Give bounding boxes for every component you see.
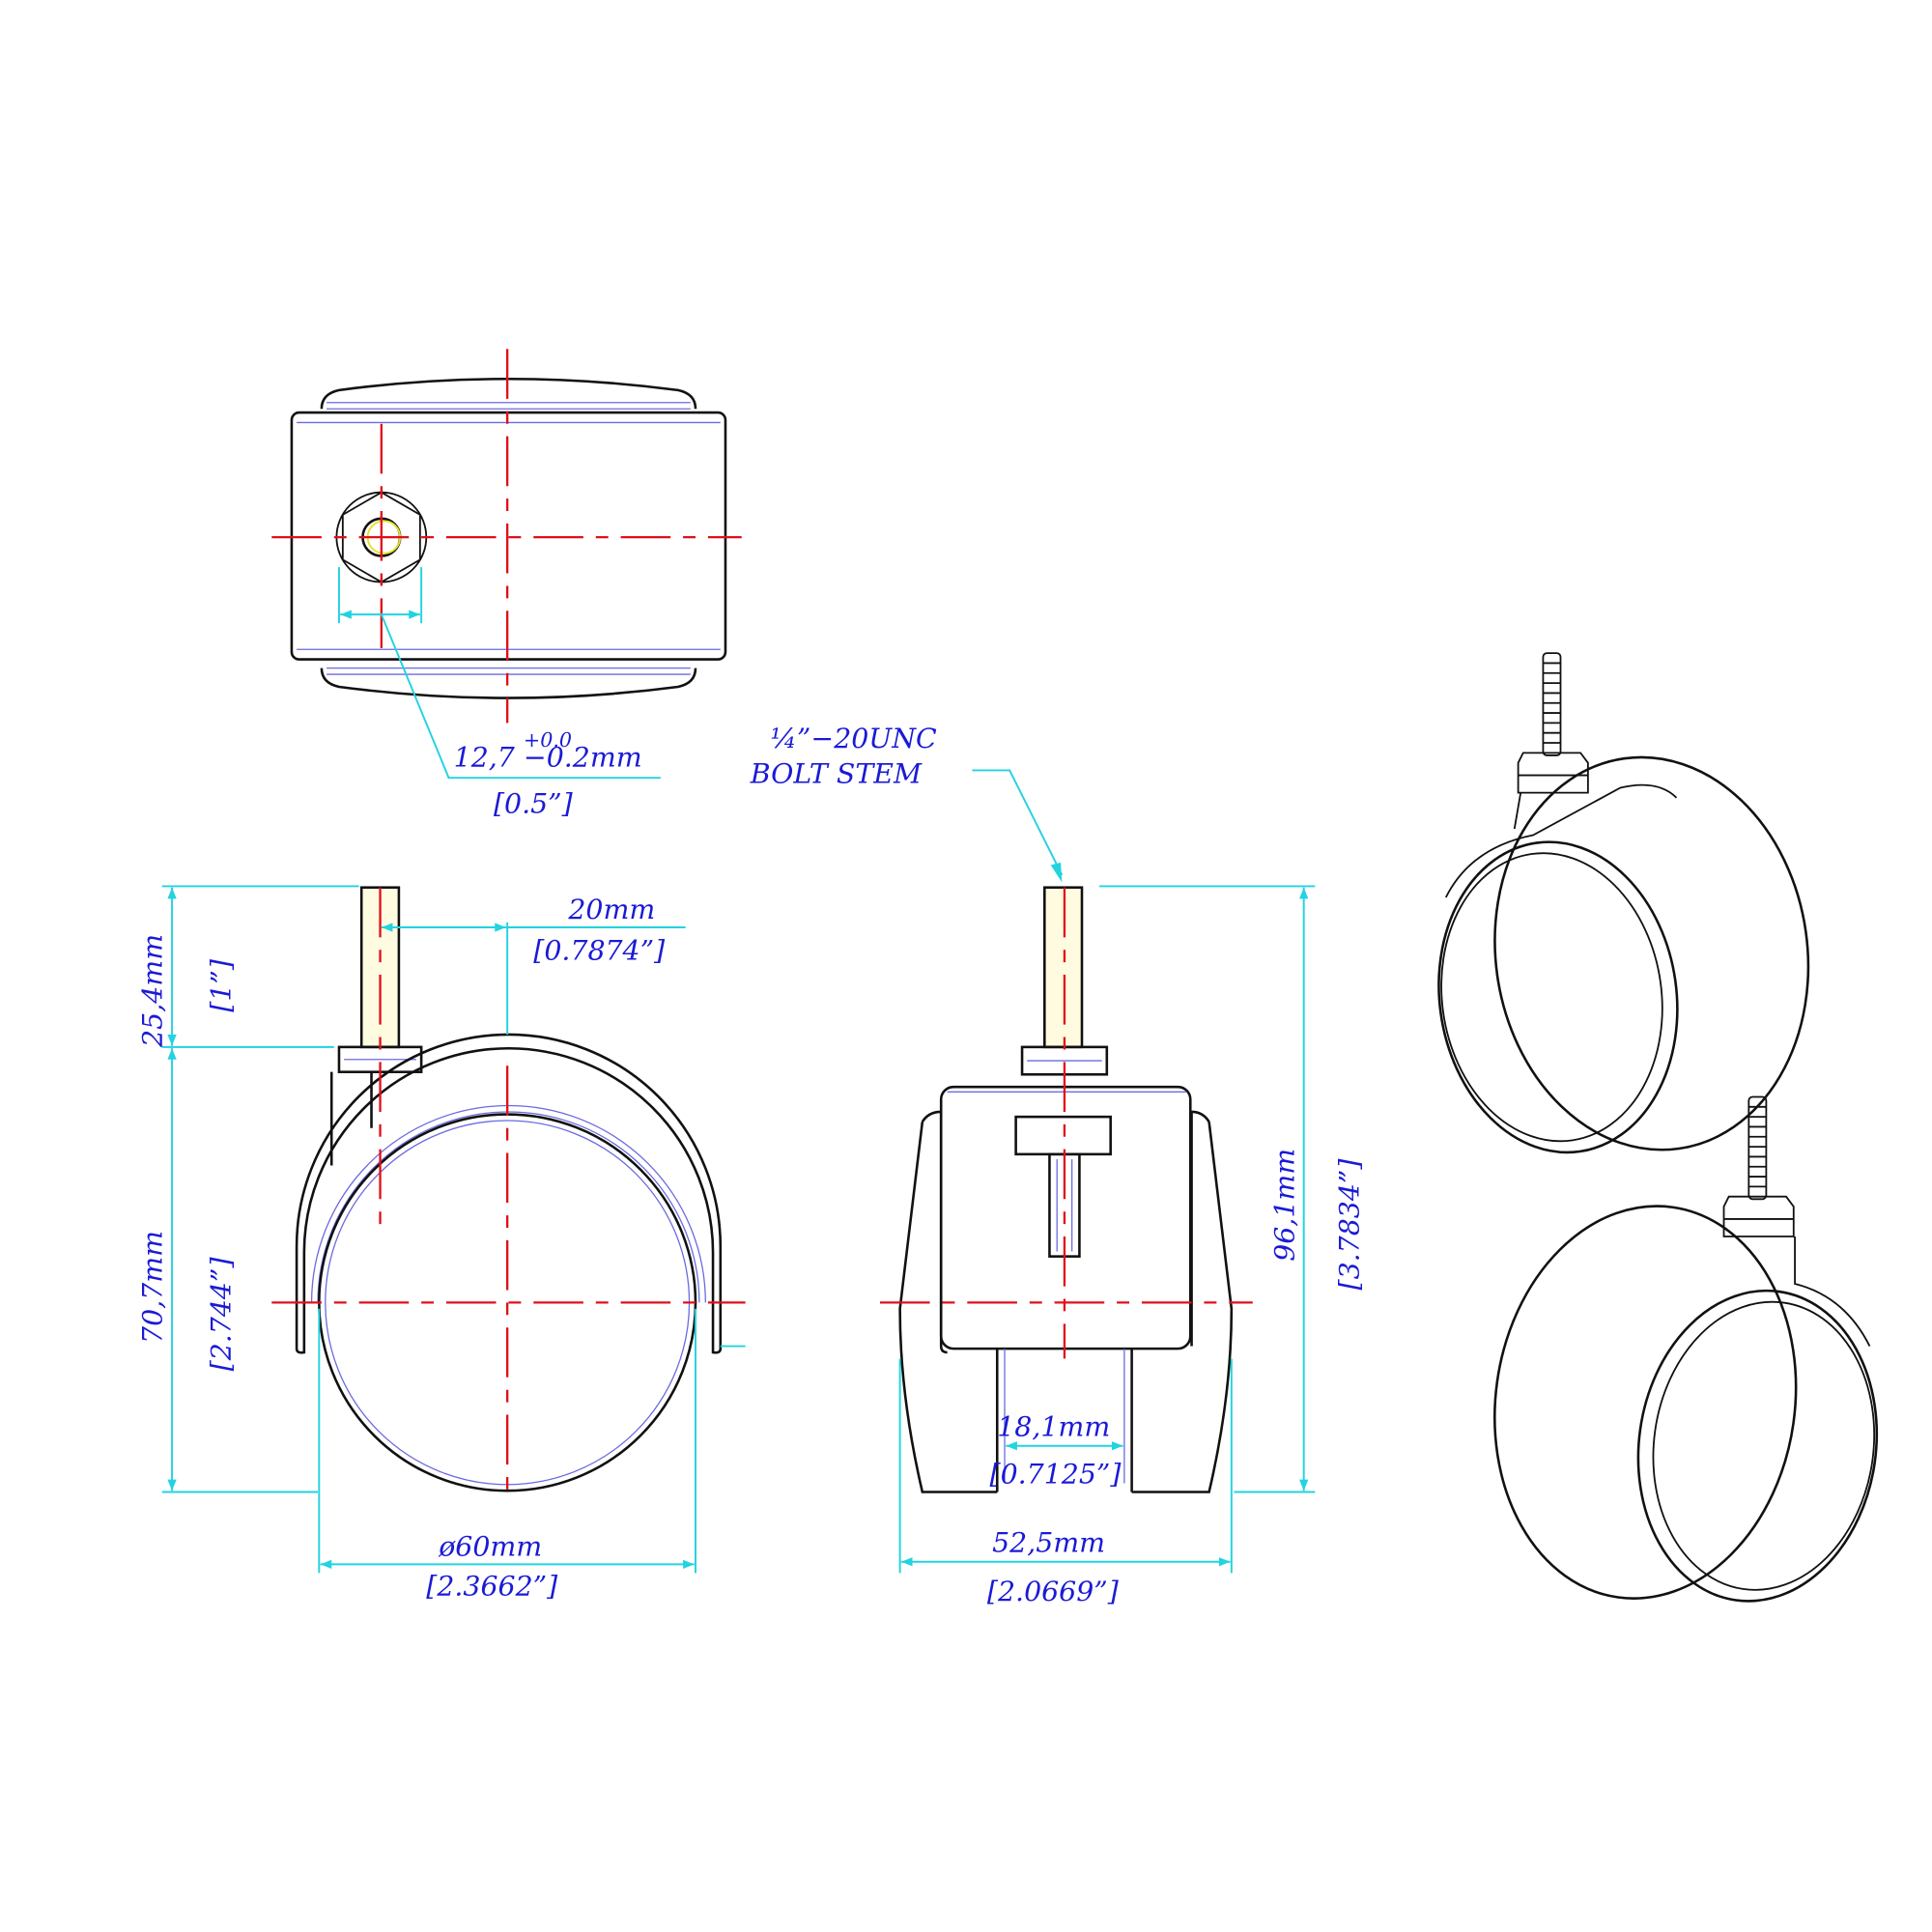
overall-height-inch: [3.7834”]	[1333, 1158, 1365, 1291]
hex-nut-dim-inch: [0.5”]	[494, 787, 574, 819]
hex-nut-dim-mm: 12,7	[454, 742, 516, 774]
wheel-diameter-mm: ø60mm	[438, 1530, 542, 1562]
wheel-diameter-inch: [2.3662”]	[426, 1571, 558, 1603]
body-height-mm: 70,7mm	[137, 1231, 169, 1344]
bolt-callout-line2: BOLT STEM	[750, 757, 923, 789]
overall-height-mm: 96,1mm	[1268, 1149, 1300, 1262]
hub-width-mm: 18,1mm	[997, 1410, 1110, 1442]
isometric-view-2	[1493, 1095, 1879, 1603]
bolt-stem-front	[1042, 886, 1084, 1049]
body-height-inch: [2.744”]	[206, 1257, 238, 1372]
stem-length-mm: 25,4mm	[137, 934, 169, 1048]
overall-width-inch: [2.0669”]	[987, 1576, 1120, 1607]
bolt-callout-line1: ¼”−20UNC	[770, 723, 937, 754]
front-view: ¼”−20UNC BOLT STEM 96,1mm [3.7834”] 18,1…	[750, 723, 1366, 1607]
side-view: 20mm [0.7874”] 25,4mm [1”] 70,7mm [2.744…	[137, 885, 746, 1603]
hex-nut-tol-minus: −0.2mm	[524, 742, 642, 774]
stem-length-inch: [1”]	[206, 958, 238, 1012]
stem-offset-inch: [0.7874”]	[533, 935, 666, 967]
overall-width-mm: 52,5mm	[992, 1526, 1105, 1558]
isometric-view-1	[1437, 652, 1810, 1154]
stem-offset-mm: 20mm	[567, 894, 655, 925]
hub-width-inch: [0.7125”]	[990, 1458, 1122, 1490]
hex-nut-tol-plus: +0.0	[524, 728, 572, 752]
top-view: 12,7 +0.0 −0.2mm [0.5”]	[271, 349, 742, 819]
